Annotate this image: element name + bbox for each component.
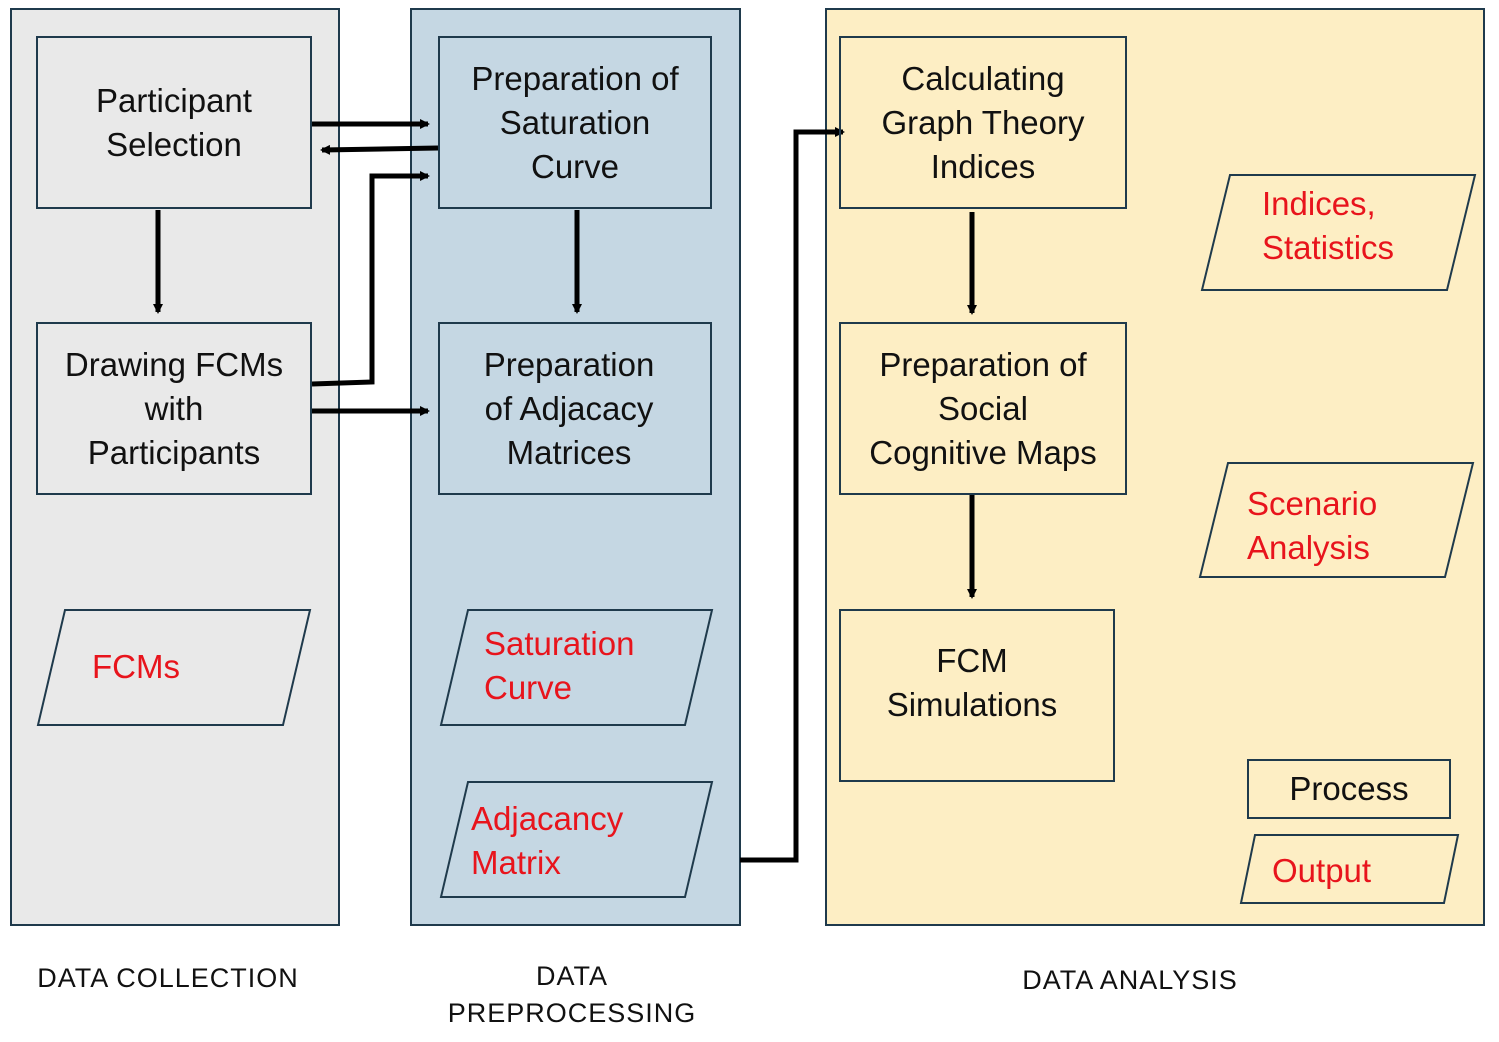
legend-output-shape bbox=[1239, 834, 1460, 904]
process-fcm-simulations: FCM Simulations bbox=[839, 609, 1115, 782]
arrow-matrix-to-graph-theory bbox=[740, 127, 845, 863]
arrow-saturation-to-selection bbox=[320, 144, 439, 155]
process-saturation-curve-prep: Preparation of Saturation Curve bbox=[438, 36, 712, 209]
stage-label-data-analysis: DATA ANALYSIS bbox=[1022, 965, 1238, 995]
legend-output-label: Output bbox=[1272, 852, 1372, 889]
process-social-cognitive-maps: Preparation of Social Cognitive Maps bbox=[839, 322, 1127, 495]
arrow-drawing-to-saturation bbox=[311, 171, 430, 387]
stage-label-data-collection: DATA COLLECTION bbox=[37, 963, 299, 993]
output-shape-saturation-curve bbox=[439, 609, 714, 726]
data-preprocessing-panel bbox=[410, 8, 741, 926]
data-collection-panel bbox=[10, 8, 340, 926]
process-adjacency-matrices-prep: Preparation of Adjacacy Matrices bbox=[438, 322, 712, 495]
output-shape-adjacency-matrix bbox=[439, 781, 714, 898]
output-adjacency-matrix-label: Adjacancy Matrix bbox=[471, 800, 624, 881]
process-participant-selection: Participant Selection bbox=[36, 36, 312, 209]
process-graph-theory-indices: Calculating Graph Theory Indices bbox=[839, 36, 1127, 209]
output-fcms-label: FCMs bbox=[92, 648, 180, 685]
stage-label-data-preprocessing: DATA PREPROCESSING bbox=[447, 961, 697, 1028]
legend-process-box: Process bbox=[1247, 759, 1451, 819]
output-scenario-analysis-label: Scenario Analysis bbox=[1247, 485, 1378, 566]
process-drawing-fcms: Drawing FCMs with Participants bbox=[36, 322, 312, 495]
output-saturation-curve-label: Saturation Curve bbox=[484, 625, 635, 706]
output-shape-scenario-analysis bbox=[1198, 462, 1475, 578]
output-indices-statistics-label: Indices, Statistics bbox=[1262, 185, 1395, 266]
output-shape-indices-statistics bbox=[1200, 174, 1477, 291]
output-shape-fcms bbox=[36, 609, 312, 726]
